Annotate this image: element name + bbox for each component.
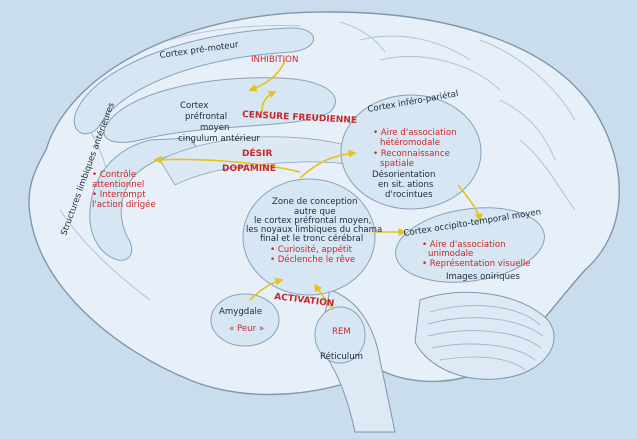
- arrows: [153, 59, 483, 311]
- rem-region: [314, 306, 366, 364]
- label-limbic-b2b: l'action dirigée: [92, 199, 156, 210]
- label-parietal-b2b: spatiale: [380, 159, 414, 169]
- zone-region: [242, 178, 376, 296]
- cerebellum-folds: [427, 305, 544, 371]
- arrow-censure: [261, 90, 277, 113]
- arrow-desir: [153, 155, 301, 173]
- label-rem: REM: [332, 327, 351, 337]
- arrow-inhibition: [248, 59, 286, 92]
- label-limbic-b1a: • Contrôle: [92, 169, 136, 180]
- label-reticulum: Réticulum: [320, 351, 363, 362]
- label-pfc-4: cingulum antérieur: [178, 133, 260, 144]
- arrow-parietal-occ: [457, 184, 483, 222]
- pfc-region: [103, 77, 336, 143]
- label-zone-b2: • Déclenche le rêve: [270, 254, 355, 265]
- occipital-region: [395, 207, 545, 283]
- label-occ-b1a: • Aire d'association: [422, 240, 506, 250]
- label-parietal-n2: en sit. ations: [378, 180, 434, 190]
- label-parietal-n3: d'rocintues: [385, 190, 433, 200]
- amygdala-region: [210, 293, 280, 347]
- label-zone-3: le cortex préfrontal moyen,: [254, 215, 371, 226]
- label-occ-b1b: unimodale: [428, 249, 473, 259]
- cerebellum: [414, 291, 555, 380]
- label-zone-1: Zone de conception: [272, 197, 357, 207]
- label-occ-b2: • Représentation visuelle: [422, 258, 531, 269]
- label-zone-4: les noyaux limbiques du chama: [246, 225, 382, 235]
- label-zone-2: autre que: [294, 207, 336, 217]
- label-limbic-b2a: • Interrompt: [92, 190, 146, 200]
- label-amygdale: Amygdale: [219, 307, 262, 317]
- label-occ-n1: Images oniriques: [446, 272, 520, 282]
- label-parietal-b2a: • Reconnaissance: [373, 149, 450, 159]
- label-parietal-n1: Désorientation: [372, 169, 435, 180]
- arrow-rem: [314, 283, 334, 311]
- arrow-to-parietal: [299, 149, 357, 179]
- label-zone-5: final et le tronc cérébral: [260, 233, 363, 244]
- limbic-region: [89, 137, 202, 261]
- label-zone-b1: • Curiosité, appétit: [270, 244, 353, 255]
- premotor-region: [73, 27, 314, 135]
- label-parietal-b1b: hétéromodale: [380, 137, 440, 148]
- label-pfc-2: préfrontal: [185, 111, 227, 122]
- label-inhibition: INHIBITION: [251, 55, 298, 65]
- arrow-amygdala: [249, 277, 284, 301]
- label-pfc-3: moyen: [200, 123, 229, 133]
- label-peur: « Peur »: [229, 324, 264, 334]
- label-dopamine: DOPAMINE: [222, 164, 276, 174]
- label-limbic-b1b: attentionnel: [92, 180, 144, 190]
- parietal-region: [340, 94, 482, 210]
- label-parietal-b1a: • Aire d'association: [373, 128, 457, 138]
- label-desir: DÉSIR: [242, 147, 272, 159]
- label-pfc-1: Cortex: [180, 101, 208, 111]
- gyri: [59, 21, 576, 301]
